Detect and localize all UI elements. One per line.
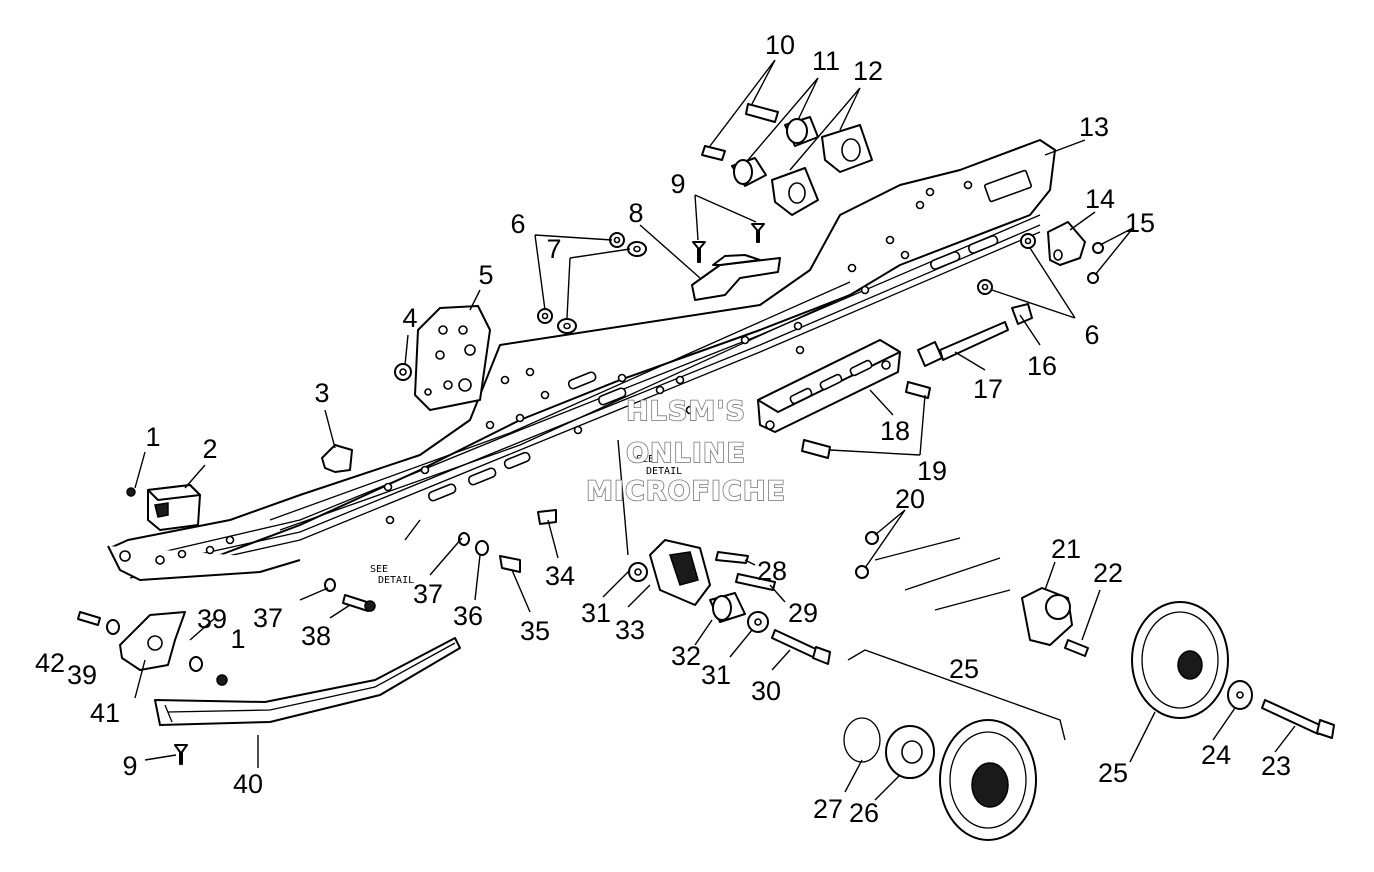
callout-label: 36 [453,601,483,631]
callout-label: 30 [751,676,781,706]
callout-label: 4 [402,303,417,333]
callout-label: 23 [1261,751,1291,781]
callout-label: 1 [230,624,245,654]
callout-label: 42 [35,648,65,678]
callout-label: 39 [197,604,227,634]
hardware-parts [77,103,1335,841]
watermark: HLSM'S ONLINE MICROFICHE [585,395,786,508]
callout-label: 37 [413,579,443,609]
callout-label: 10 [765,30,795,60]
callout-label: 31 [581,598,611,628]
callout-label: 21 [1051,534,1081,564]
callout-labels: 1 2 3 4 5 6 7 8 9 10 11 12 13 14 15 6 16… [35,30,1291,828]
callout-label: 2 [202,434,217,464]
callout-label: 6 [1084,320,1099,350]
callout-label: 28 [757,556,787,586]
callout-label: 11 [812,46,840,76]
callout-label: 22 [1093,558,1123,588]
callout-label: 41 [90,698,120,728]
callout-label: 26 [849,798,879,828]
callout-label: 31 [701,660,731,690]
callout-label: 25 [949,654,979,684]
callout-label: 27 [813,794,843,824]
watermark-line-2: ONLINE [626,438,746,469]
callout-label: 12 [853,56,883,86]
callout-label: 7 [546,234,561,264]
callout-label: 40 [233,769,263,799]
callout-label: 20 [895,484,925,514]
callout-label: 16 [1027,351,1057,381]
callout-label: 29 [788,598,818,628]
callout-label: 24 [1201,740,1231,770]
slide-rail-assembly [107,139,1056,581]
callout-label: 32 [671,641,701,671]
callout-label: 9 [670,169,685,199]
callout-label: 39 [67,660,97,690]
callout-label: 15 [1125,208,1155,238]
callout-label: 13 [1079,112,1109,142]
callout-label: 18 [880,416,910,446]
callout-label: 38 [301,621,331,651]
callout-label: 19 [917,456,947,486]
watermark-line-1: HLSM'S [626,396,746,427]
callout-label: 3 [314,378,329,408]
callout-label: 33 [615,615,645,645]
see-detail-note-2-detail: DETAIL [378,575,414,586]
callout-label: 35 [520,616,550,646]
callout-label: 34 [545,561,575,591]
see-detail-notes: SEE DETAIL SEE DETAIL [370,454,682,586]
callout-label: 37 [253,603,283,633]
leader-lines [134,59,1296,801]
see-detail-note-1: SEE [636,454,654,465]
callout-label: 9 [122,751,137,781]
watermark-line-3: MICROFICHE [586,476,786,507]
callout-label: 8 [628,198,643,228]
callout-label: 25 [1098,758,1128,788]
see-detail-note-2: SEE [370,564,388,575]
see-detail-note-1-detail: DETAIL [646,466,682,477]
callout-label: 1 [145,422,160,452]
callout-label: 14 [1085,184,1115,214]
wear-strip-40 [154,637,461,726]
callout-label: 5 [478,260,493,290]
callout-label: 6 [510,209,525,239]
callout-label: 17 [973,374,1003,404]
